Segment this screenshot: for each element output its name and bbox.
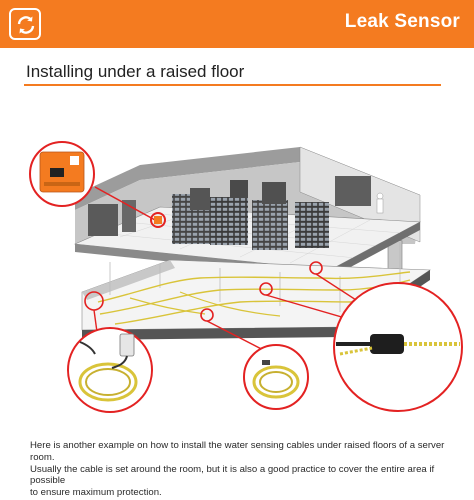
caption-line-1: Here is another example on how to instal…: [30, 440, 445, 463]
sensor-unit-callout: [29, 141, 95, 207]
caption-line-2: Usually the cable is set around the room…: [30, 463, 435, 487]
cable-coil-callout-2: [243, 344, 309, 410]
page-header: Leak Sensor: [0, 0, 474, 48]
cable-connector-callout: [333, 282, 463, 412]
refresh-arrows-icon: [9, 8, 41, 40]
cable-coil-callout: [67, 327, 153, 413]
raised-floor-illustration: [29, 141, 463, 413]
section-title: Installing under a raised floor: [26, 62, 245, 81]
caption-line-3: to ensure maximum protection.: [30, 487, 162, 499]
description-text: Here is another example on how to instal…: [30, 440, 460, 499]
person-figure: [376, 192, 384, 214]
header-title: Leak Sensor: [344, 11, 460, 32]
server-racks: [88, 176, 371, 250]
title-divider: [24, 84, 441, 86]
